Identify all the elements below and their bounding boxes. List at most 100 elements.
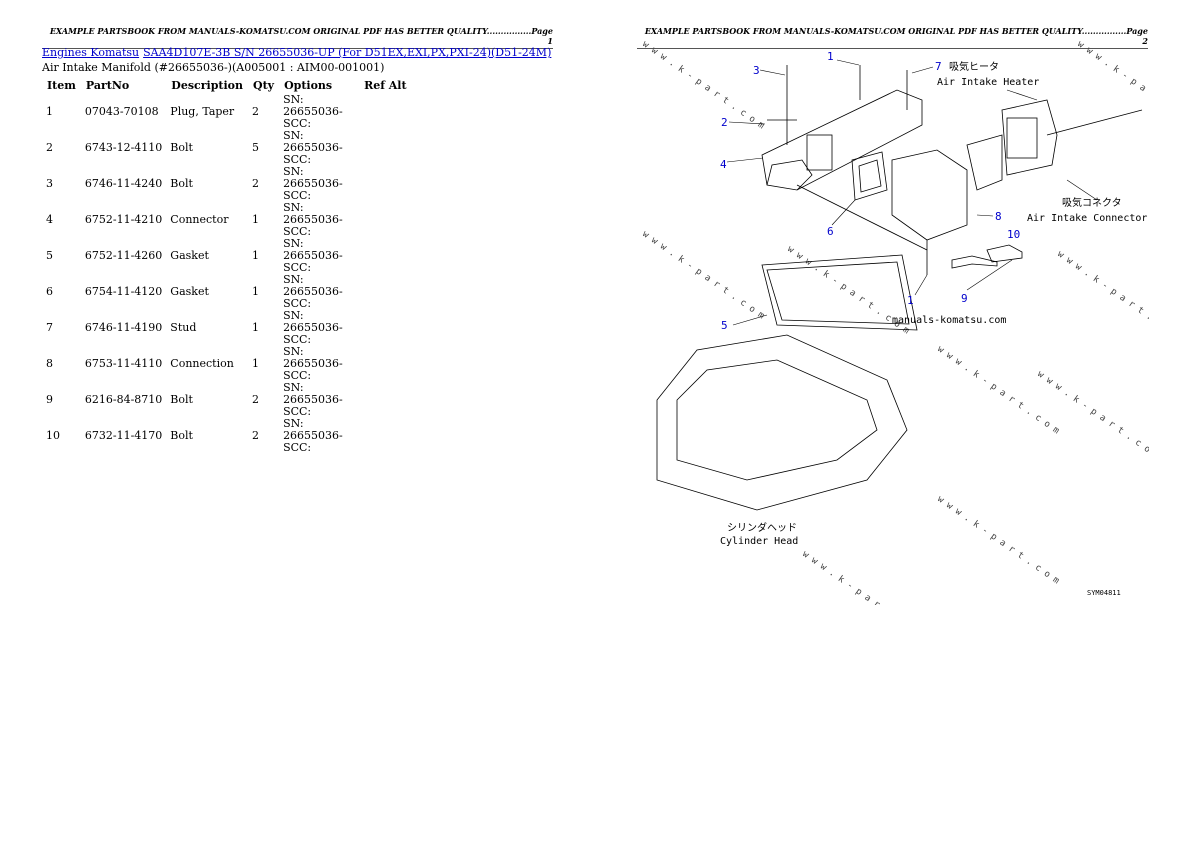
heater-label-en: Air Intake Heater	[937, 77, 1039, 88]
cylinder-head-label-jp: シリンダヘッド	[727, 521, 797, 534]
cell-qty: 2	[252, 177, 259, 190]
cell-qty: 2	[252, 393, 259, 406]
cell-options: SN: 26655036-SCC:	[283, 309, 343, 346]
cell-description: Gasket	[170, 249, 209, 262]
watermark: w w w . k - p a r t . c o m	[640, 40, 766, 131]
cell-options: SN: 26655036-SCC:	[283, 381, 343, 418]
callout-1b[interactable]: 1	[907, 294, 914, 307]
cell-item: 3	[46, 177, 53, 190]
callout-9[interactable]: 9	[961, 292, 968, 305]
cell-ref-alt	[359, 274, 412, 310]
cell-ref-alt	[359, 346, 412, 382]
cell-ref-alt	[359, 130, 412, 166]
cell-options: SN: 26655036-SCC:	[283, 237, 343, 274]
cell-item: 5	[46, 249, 53, 262]
cylinder-head-label-en: Cylinder Head	[720, 536, 798, 547]
parts-diagram: w w w . k - p a r t . c o m w w w . k - …	[640, 40, 1149, 605]
cell-ref-alt	[359, 238, 412, 274]
cell-description: Gasket	[170, 285, 209, 298]
cell-description: Bolt	[170, 393, 193, 406]
cell-description: Bolt	[170, 141, 193, 154]
column-header: Item	[47, 78, 76, 92]
cell-options: SN: 26655036-SCC:	[283, 345, 343, 382]
cell-ref-alt	[359, 418, 412, 454]
table-row: 9 6216-84-8710 Bolt 2 SN: 26655036-SCC:	[42, 382, 412, 418]
page-1-header: EXAMPLE PARTSBOOK FROM MANUALS-KOMATSU.C…	[42, 26, 553, 49]
cell-partno: 6746-11-4240	[84, 177, 163, 190]
cell-ref-alt	[359, 166, 412, 202]
callout-8[interactable]: 8	[995, 210, 1002, 223]
cell-partno: 07043-70108	[84, 105, 159, 118]
cell-options: SN: 26655036-SCC:	[283, 93, 343, 130]
cell-partno: 6753-11-4110	[84, 357, 163, 370]
table-row: 1 07043-70108 Plug, Taper 2 SN: 26655036-SCC…	[42, 94, 412, 130]
callout-leaders	[726, 59, 1098, 326]
cell-item: 9	[46, 393, 53, 406]
column-header: Ref Alt	[364, 78, 407, 92]
cell-options: SN: 26655036-SCC:	[283, 129, 343, 166]
table-row: 2 6743-12-4110 Bolt 5 SN: 26655036-SCC:	[42, 130, 412, 166]
cell-qty: 1	[252, 213, 259, 226]
heater-label-jp: 吸気ヒータ	[949, 60, 999, 73]
callout-3[interactable]: 3	[753, 64, 760, 77]
cell-description: Stud	[170, 321, 197, 334]
cell-partno: 6216-84-8710	[84, 393, 163, 406]
callout-7[interactable]: 7	[935, 60, 942, 73]
drawing-code: SYM04811	[1087, 589, 1121, 597]
cell-qty: 5	[252, 141, 259, 154]
cell-options: SN: 26655036-SCC:	[283, 165, 343, 202]
cell-description: Bolt	[170, 177, 193, 190]
cell-ref-alt	[359, 310, 412, 346]
cell-qty: 2	[252, 105, 259, 118]
cell-qty: 1	[252, 357, 259, 370]
cell-description: Connection	[170, 357, 234, 370]
column-header: Options	[284, 78, 333, 92]
watermark: w w w . k - p a r t . c o m	[1055, 249, 1149, 341]
breadcrumb-engines-komatsu[interactable]: Engines Komatsu	[42, 46, 140, 59]
cell-qty: 1	[252, 321, 259, 334]
cell-ref-alt	[359, 94, 412, 130]
cell-description: Plug, Taper	[170, 105, 235, 118]
cell-item: 7	[46, 321, 53, 334]
diagram-labels: 吸気ヒータ Air Intake Heater 吸気コネクタ Air Intak…	[720, 60, 1147, 597]
callout-1[interactable]: 1	[827, 50, 834, 63]
cell-ref-alt	[359, 202, 412, 238]
cell-item: 1	[46, 105, 53, 118]
watermark: w w w . k - p a r t . c o m	[800, 549, 926, 605]
cell-description: Connector	[170, 213, 229, 226]
watermark: w w w . k - p a r t . c o m	[1035, 369, 1149, 461]
cell-item: 2	[46, 141, 53, 154]
cell-partno: 6732-11-4170	[84, 429, 163, 442]
cell-partno: 6743-12-4110	[84, 141, 163, 154]
watermark: w w w . k - p a r t . c o m	[935, 344, 1061, 436]
callout-4[interactable]: 4	[720, 158, 727, 171]
connector-label-jp: 吸気コネクタ	[1062, 196, 1122, 209]
callouts: 1 2 3 4 5 6 7 8 9 10 1	[720, 50, 1020, 332]
cell-qty: 1	[252, 249, 259, 262]
column-header: PartNo	[85, 78, 130, 92]
table-row: 5 6752-11-4260 Gasket 1 SN: 26655036-SCC:	[42, 238, 412, 274]
callout-6[interactable]: 6	[827, 225, 834, 238]
cell-partno: 6752-11-4210	[84, 213, 163, 226]
manifold-drawing	[656, 65, 1143, 511]
breadcrumb-model[interactable]: SAA4D107E-3B S/N 26655036-UP (For D51EX,…	[143, 46, 552, 59]
column-header: Description	[171, 78, 243, 92]
watermark: w w w . k - p a r t . c o m	[640, 229, 766, 321]
connector-label-en: Air Intake Connector	[1027, 213, 1147, 224]
cell-item: 4	[46, 213, 53, 226]
callout-2[interactable]: 2	[721, 116, 728, 129]
callout-10[interactable]: 10	[1007, 228, 1020, 241]
cell-item: 6	[46, 285, 53, 298]
cell-partno: 6752-11-4260	[84, 249, 163, 262]
cell-qty: 2	[252, 429, 259, 442]
cell-options: SN: 26655036-SCC:	[283, 273, 343, 310]
page-subtitle: Air Intake Manifold (#26655036-)(A005001…	[42, 61, 385, 74]
callout-5[interactable]: 5	[721, 319, 728, 332]
